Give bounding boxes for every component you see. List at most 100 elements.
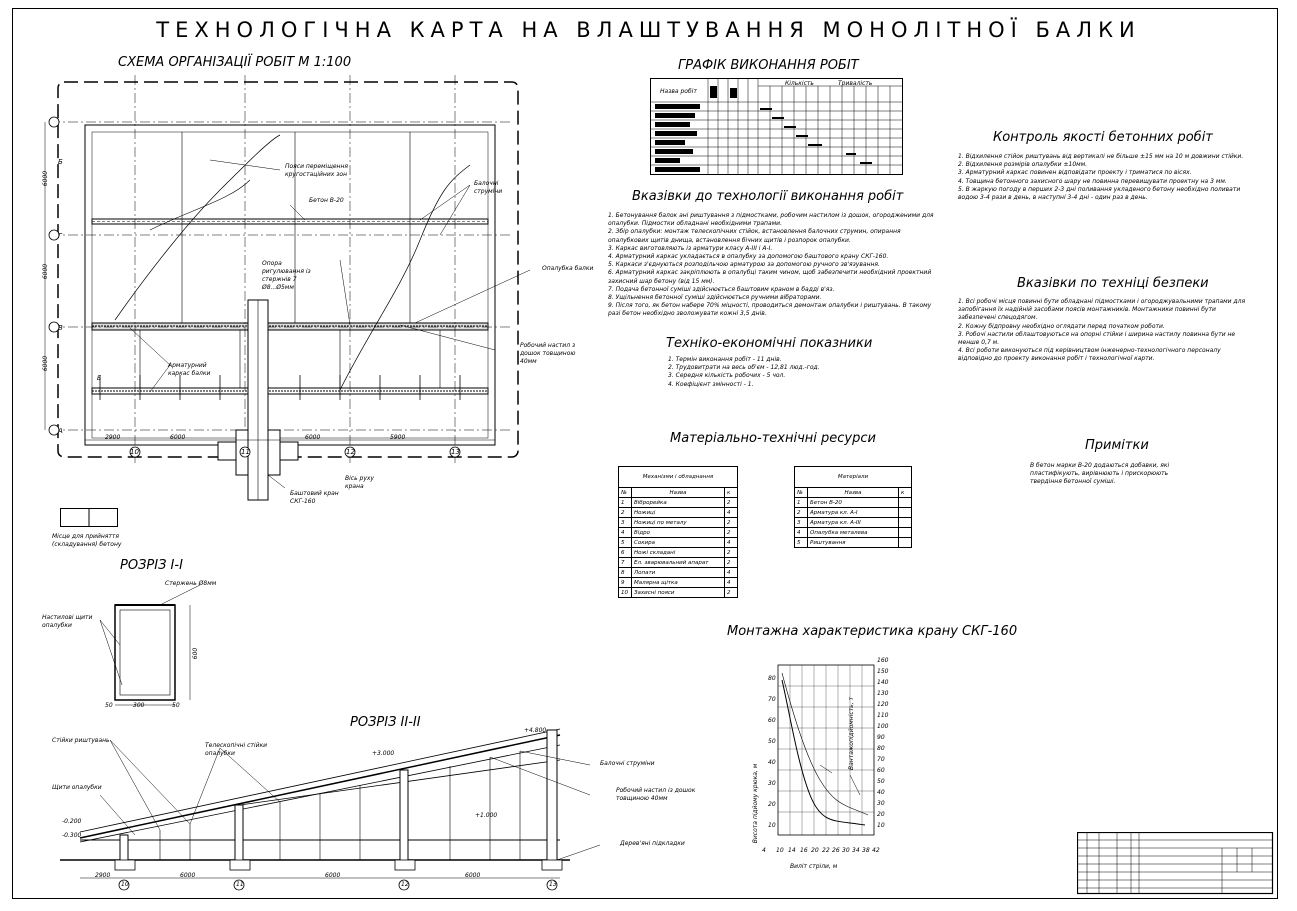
table-cell [898,527,912,538]
plan-axis-10: 10 [130,448,139,456]
machines-h-name: Назва [631,487,725,498]
label-reach-zones: Пояси переміщення кругостаційних зон [285,163,349,178]
table-cell: Риштування [807,537,899,548]
table-cell: Лопати [631,567,725,578]
table-cell: Ножиці по металу [631,517,725,528]
section2-dim-1: 2900 [95,872,111,879]
table-cell: 2 [724,587,738,598]
section2-truss: Балочні струміни [600,760,655,767]
storage-area [60,508,118,527]
crane-ylabel-right: Висота підйому крюка, м [752,763,760,844]
econ-item: 1. Термін виконання робіт - 11 днів. [668,356,782,363]
materials-h-qty: к [898,487,912,498]
crane-ytick-right: 50 [877,778,885,785]
econ-item: 2. Трудовитрати на весь об'єм - 12,81 лю… [668,364,820,372]
crane-ytick-right: 60 [877,767,885,774]
beam-row-1 [91,218,489,225]
table-cell: 7 [618,557,632,568]
section1-d2: 50 [172,702,180,709]
section1-d1: 50 [105,702,113,709]
table-cell: 2 [724,547,738,558]
plan-axis-label-1: Б [58,158,63,166]
crane-ytick-left: 30 [768,780,776,787]
table-cell: Ел. зварювальний апарат [631,557,725,568]
leaders [129,159,531,489]
econ-item: 3. Середня кількість робочих - 5 чол. [668,372,786,380]
label-beton: Бетон В-20 [309,197,344,204]
plan-axis-label-4: А [58,427,63,435]
tech-item: 9. Після того, як бетон набере 70% міцно… [608,302,932,318]
tech-title: Вказівки до технології виконання робіт [632,189,904,204]
schedule-title: ГРАФІК ВИКОНАННЯ РОБІТ [678,58,859,73]
table-cell: 4 [724,537,738,548]
table-cell: 4 [724,567,738,578]
econ-list: 1. Термін виконання робіт - 11 днів. 2. … [668,356,918,389]
section1-bar: Стержень Ø8мм [165,580,217,587]
section2-dim-3: 6000 [325,872,341,879]
crane-ytick-right: 70 [877,756,885,763]
quality-item: 3. Арматурний каркас повинен відповідати… [958,169,1192,177]
tech-item: 4. Арматурний каркас укладається в опалу… [608,253,889,261]
section1-shields: Настилові щити опалубки [42,614,93,629]
table-cell [898,497,912,508]
safety-title: Вказівки по техніці безпеки [1017,276,1209,291]
section2-posts: Стійки риштувань [52,737,110,744]
table-cell: 4 [724,507,738,518]
table-cell: 3 [794,517,808,528]
table-cell [898,507,912,518]
crane-xtick: 22 [822,847,830,854]
schedule-grid [650,78,903,175]
section2-dim-2: 6000 [180,872,196,879]
notes-title: Примітки [1085,438,1149,453]
plan-dim-left-2: 6000 [42,263,50,280]
table-cell: 9 [618,577,632,588]
quality-item: 4. Товщина бетонного захисного шару не п… [958,177,1227,185]
quality-list: 1. Відхилення стійок риштувань від верти… [958,153,1248,202]
crane-ytick-right: 100 [877,723,889,730]
section2-level-6: +1.000 [475,812,498,819]
section2-title: РОЗРІЗ ІІ-ІІ [350,715,421,730]
section2-level-1: +3.000 [372,750,395,757]
section2-platform: Робочий настил із дошок товщиною 40мм [616,787,696,802]
table-cell [898,517,912,528]
section1-height: 600 [192,647,200,660]
table-cell: Опалубка металева [807,527,899,538]
crane-ytick-right: 10 [877,822,885,829]
quality-item: 1. Відхилення стійок риштувань від верти… [958,153,1244,160]
plan-drawing [44,75,531,501]
crane-xtick: 10 [776,847,784,854]
safety-item: 1. Всі робочі місця повинні бути обладна… [958,298,1246,322]
table-cell: 4 [794,527,808,538]
table-cell: Ножі складані [631,547,725,558]
schedule-header-days: Кількість [785,80,814,87]
materials-caption: Матеріали [794,466,912,488]
notes-text: В бетон марки В-20 додаються добавки, як… [1030,462,1170,486]
table-cell: 2 [724,557,738,568]
section2-axis-13: 13 [549,881,557,888]
axis-lines [50,75,510,465]
table-cell: 5 [794,537,808,548]
crane-xtick: 14 [788,847,796,854]
safety-item: 3. Робочі настили облаштовуються на опор… [958,330,1236,347]
tech-item: 1. Бетонування балок ані риштування з пі… [608,212,934,228]
crane-xtick: 20 [811,847,819,854]
table-cell: Арматура кл. А-ІІІ [807,517,899,528]
crane-ytick-left: 20 [768,801,776,808]
crane-ytick-left: 40 [768,759,776,766]
crane-ytick-left: 70 [768,696,776,703]
section2-level-5: -0.300 [62,832,82,839]
label-beams: Балочні струміни [474,180,503,195]
crane-chart [777,664,875,836]
building-inner-outline [91,131,489,439]
axis-bubbles [48,116,461,458]
plan-dim-left-1: 6000 [42,170,50,187]
table-cell: 5 [618,537,632,548]
schedule-header-left: Назва робіт [660,88,697,95]
label-platform: Робочий настил з дошок товщиною 40мм [520,342,576,365]
